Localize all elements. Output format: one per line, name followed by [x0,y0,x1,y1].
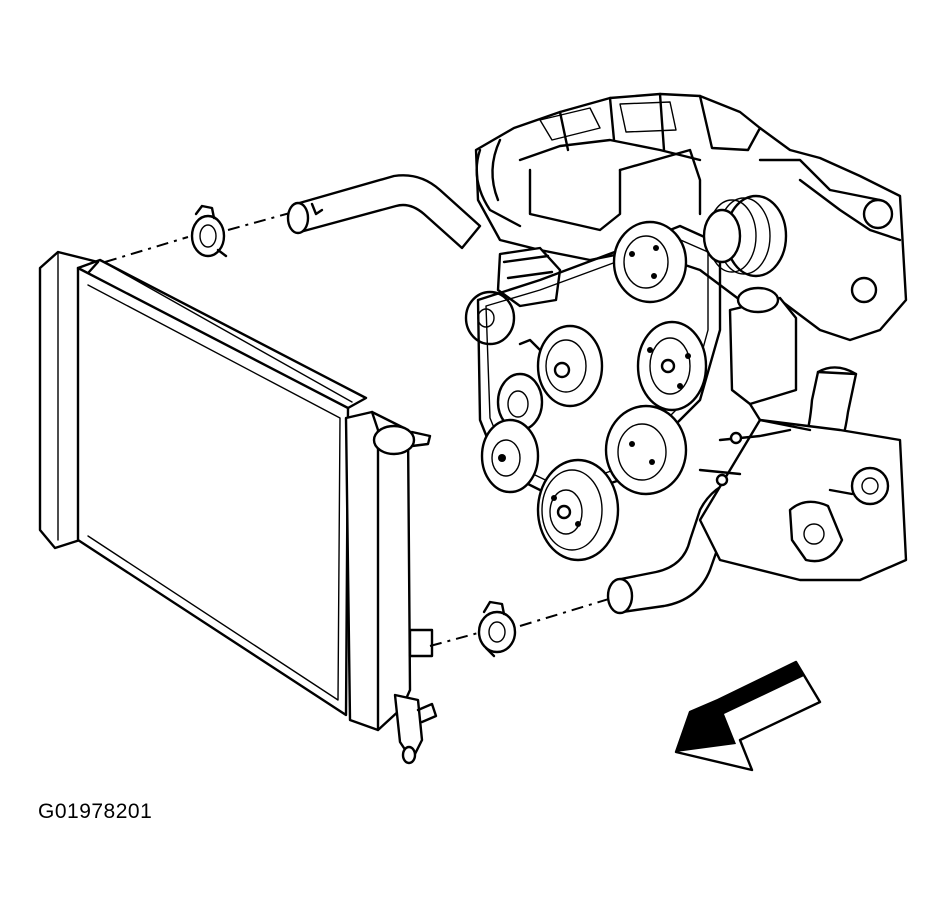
figure-code: G01978201 [38,800,153,823]
upper-alignment-line-2 [227,212,291,231]
lower-hose-clamp-icon [477,600,517,658]
front-direction-arrow-icon [674,660,822,772]
upper-radiator-hose-icon [286,174,482,250]
upper-hose-clamp-icon [190,204,228,258]
radiator-icon [38,250,438,765]
lower-alignment-line [429,632,479,647]
upper-alignment-line [104,236,189,263]
lower-alignment-line-2 [519,597,613,627]
engine-icon [464,92,908,582]
